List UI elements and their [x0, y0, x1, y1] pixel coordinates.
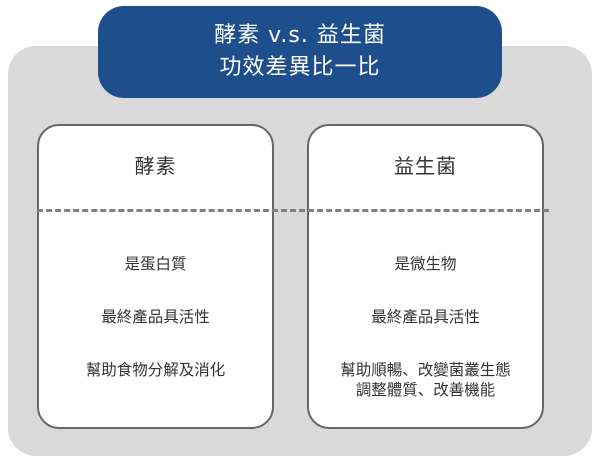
probiotic-item-constitution: 調整體質、改善機能 [355, 381, 496, 399]
enzyme-item-active: 最終產品具活性 [101, 308, 210, 326]
enzyme-card: 酵素 是蛋白質 最終產品具活性 幫助食物分解及消化 [37, 124, 274, 429]
header-banner: 酵素 v.s. 益生菌 功效差異比一比 [98, 6, 502, 98]
probiotic-card-items: 是微生物 最終產品具活性 幫助順暢、改變菌叢生態 調整體質、改善機能 [309, 254, 542, 400]
dashed-divider [37, 209, 549, 212]
enzyme-card-items: 是蛋白質 最終產品具活性 幫助食物分解及消化 [39, 254, 272, 413]
header-title-line2: 功效差異比一比 [219, 55, 381, 80]
header-title-line1: 酵素 v.s. 益生菌 [214, 23, 386, 48]
enzyme-card-title: 酵素 [134, 154, 177, 178]
enzyme-item-protein: 是蛋白質 [124, 255, 187, 273]
probiotic-card: 益生菌 是微生物 最終產品具活性 幫助順暢、改變菌叢生態 調整體質、改善機能 [307, 124, 544, 429]
enzyme-item-digestion: 幫助食物分解及消化 [85, 361, 226, 379]
probiotic-item-microbe: 是微生物 [394, 255, 457, 273]
probiotic-item-active: 最終產品具活性 [371, 308, 480, 326]
probiotic-card-title: 益生菌 [394, 154, 457, 178]
probiotic-item-flora: 幫助順暢、改變菌叢生態 [340, 361, 511, 379]
